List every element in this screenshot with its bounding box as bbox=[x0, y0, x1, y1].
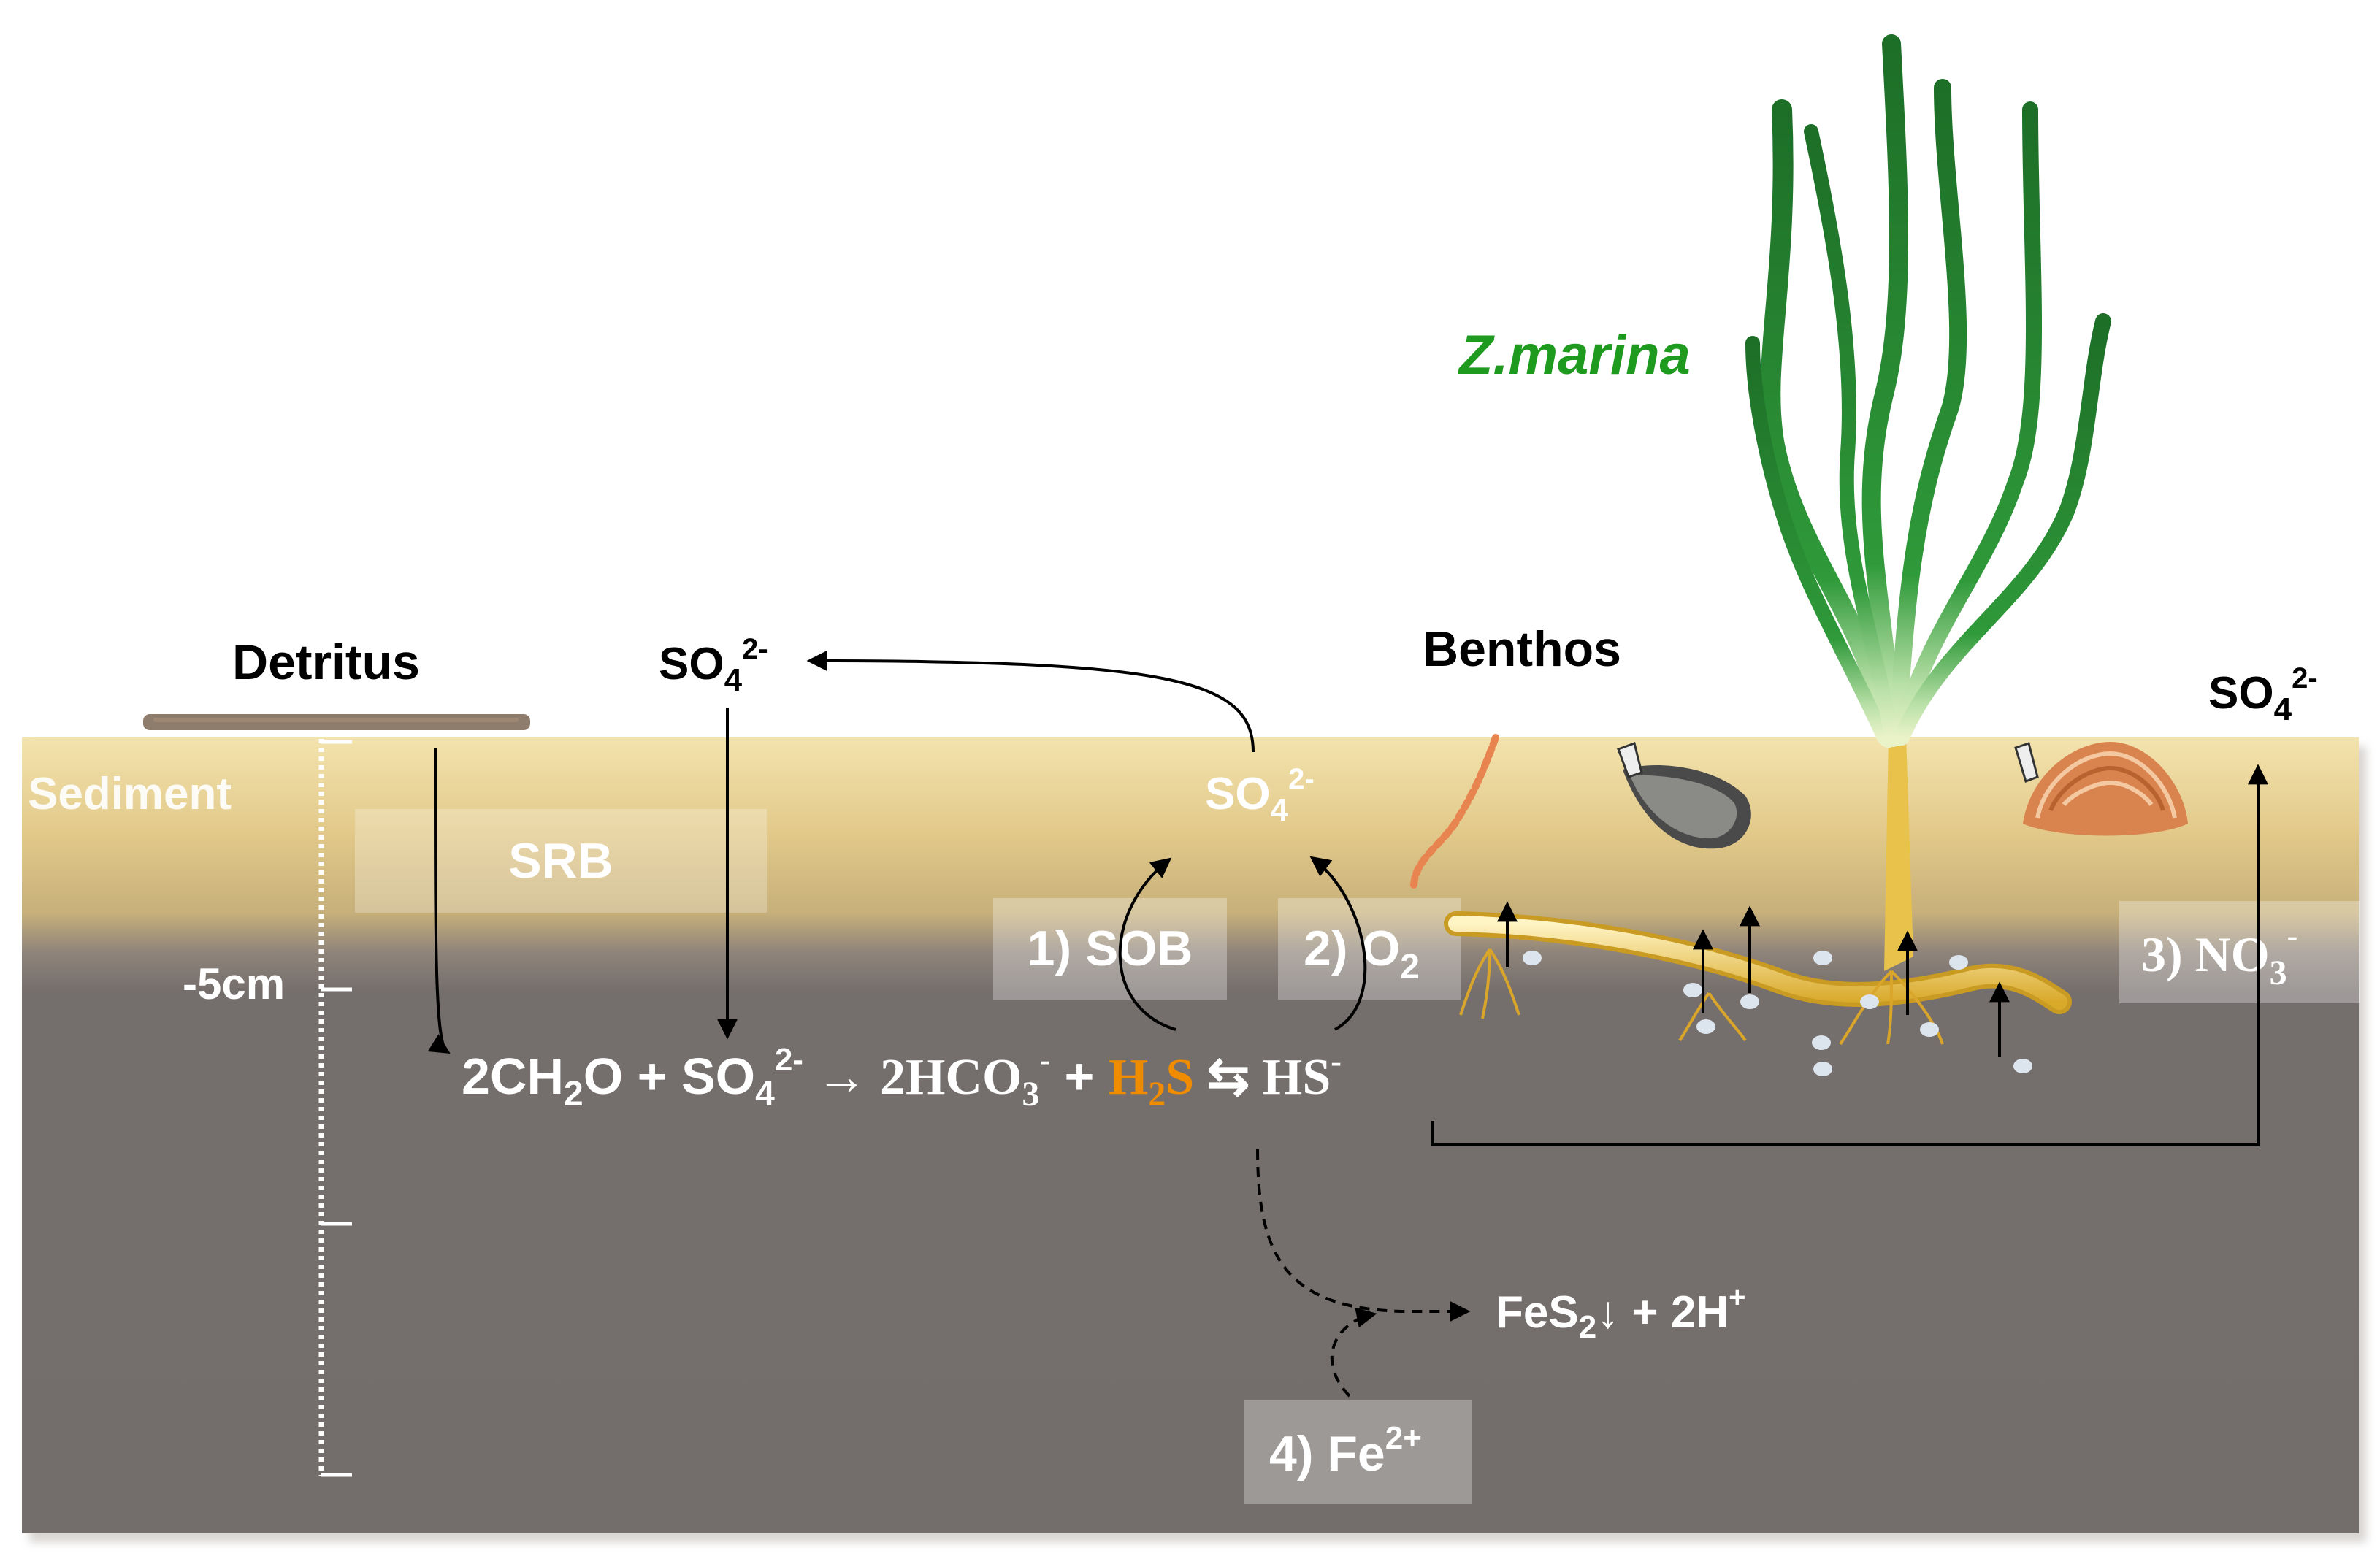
fe-box bbox=[1244, 1400, 1472, 1504]
pyrite-product: FeS2↓ + 2H+ bbox=[1496, 1281, 1745, 1345]
clam-icon bbox=[2014, 742, 2188, 836]
srb-box bbox=[355, 809, 767, 913]
seagrass-icon bbox=[1444, 34, 2111, 1076]
so4-mid: SO42- bbox=[1205, 763, 1315, 828]
depth-5cm-label: -5cm bbox=[183, 959, 285, 1008]
o2-label: 2) O2 bbox=[1304, 921, 1420, 986]
depth-scale bbox=[318, 739, 352, 1477]
benthos-label: Benthos bbox=[1423, 621, 1621, 677]
fe-label: 4) Fe2+ bbox=[1269, 1420, 1422, 1482]
sediment-block bbox=[22, 737, 2359, 1533]
detritus-label: Detritus bbox=[232, 635, 420, 690]
no3-label: 3) NO3- bbox=[2141, 918, 2297, 992]
o2-cycle-arrow bbox=[1309, 856, 1367, 1031]
sediment-label: Sediment bbox=[28, 769, 232, 819]
mussel-icon bbox=[1617, 742, 1751, 849]
sob-box bbox=[993, 898, 1227, 1000]
sob-label: 1) SOB bbox=[1028, 921, 1193, 976]
sob-cycle-arrow bbox=[1118, 857, 1176, 1031]
worm-icon bbox=[1410, 734, 1499, 889]
detritus-down-arrow bbox=[427, 747, 451, 1054]
reaction-equation: 2CH2O + SO42- → 2HCO3- + H2S ⇆ HS- bbox=[462, 1042, 1342, 1114]
srb-label: SRB bbox=[508, 833, 613, 889]
fe-pyrite-arrow bbox=[1330, 1307, 1377, 1398]
no3-box bbox=[2119, 901, 2360, 1003]
so4-return-arrow bbox=[806, 651, 1255, 753]
h2s-pyrite-arrow bbox=[1256, 1149, 1471, 1322]
zmarina-label: Z.marina bbox=[1458, 324, 1691, 386]
o2-box bbox=[1278, 898, 1461, 1000]
so4-top-right: SO42- bbox=[2208, 662, 2318, 727]
hs-no3-arrow bbox=[1431, 764, 2268, 1146]
so4-top-left: SO42- bbox=[659, 633, 768, 698]
